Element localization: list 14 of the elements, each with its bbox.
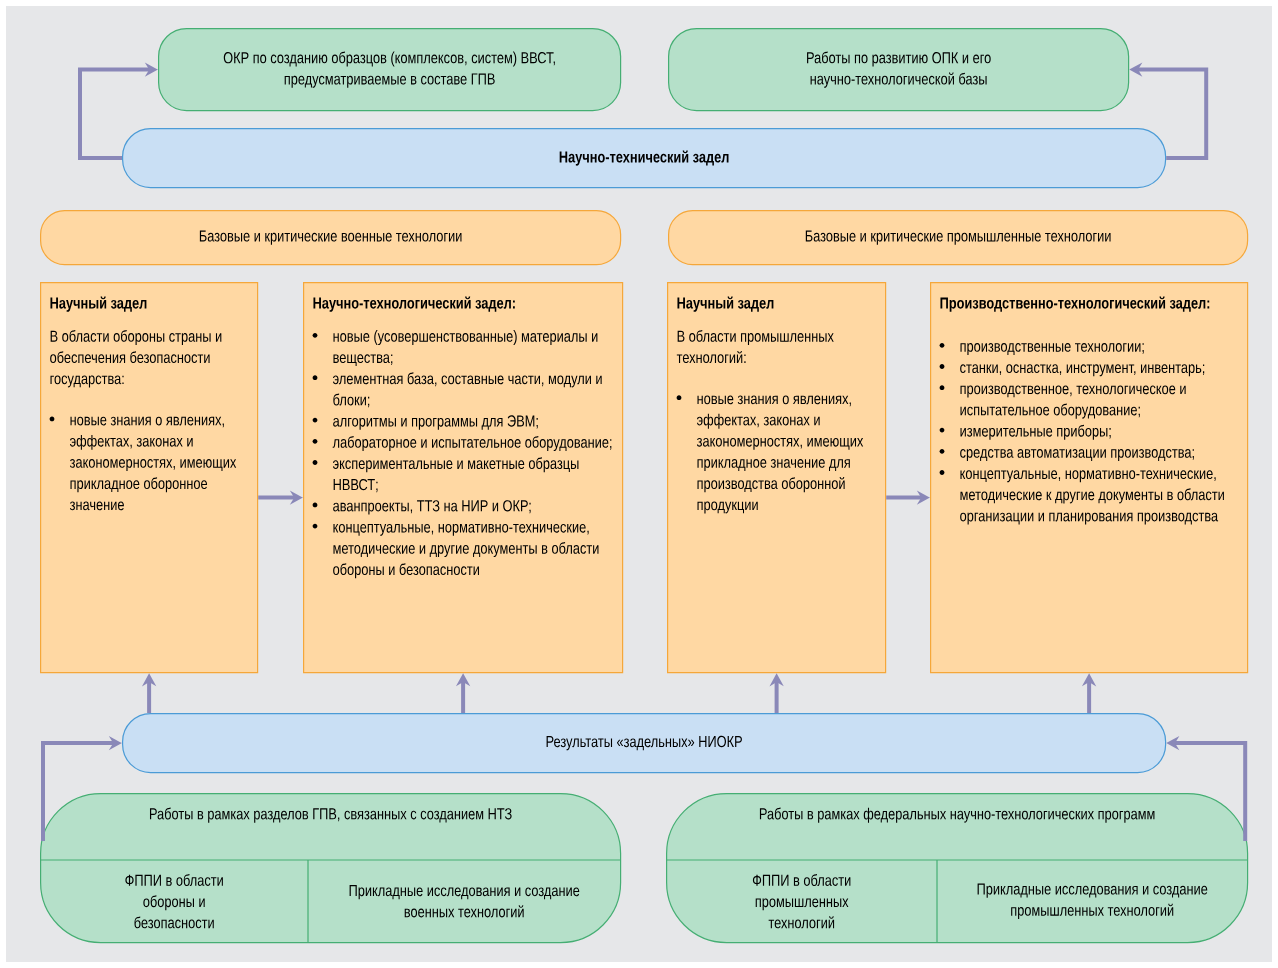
rounded-box: Результаты «задельных» НИОКР [122, 713, 1167, 774]
text-box: Научно-технологический задел: новые (усовершенствованные) материалы и вещества; элементная база, составные части, модули и блоки; алгоритмы и программы для ЭВМ; лабораторное и испытательное оборудование; экспериментальные и макетные образцы НВВСТ; аванпроекты, ТТЗ на НИР и ОКР; концептуальные, нормативно-технические, методические и другие документы в области обороны и безопасности [303, 282, 624, 674]
rounded-box: ОКР по созданию образцов (комплексов, систем) ВВСТ, предусматриваемые в составе ГПВ [158, 28, 622, 112]
table-cell: ФППИ в области обороны и безопасности [125, 874, 223, 929]
table-cell: ФППИ в области промышленных технологий [752, 874, 851, 929]
table-cell: Прикладные исследования и создание промышленных технологий [977, 883, 1208, 919]
rounded-box: Работы по развитию ОПК и его научно-технологической базы [668, 28, 1130, 112]
rounded-box: Базовые и критические промышленные технологии [668, 210, 1249, 266]
rounded-box: Научно-технический задел [122, 128, 1167, 189]
text-box: Научный задел В области обороны страны и обеспечения безопасности государства: новые знания о явлениях, эффектах, законах и закономерностях, имеющих прикладное оборонное значение [40, 282, 259, 674]
text-box: Производственно-технологический задел: производственные технологии; станки, оснастка, инструмент, инвентарь; производственное, технологическое и испытательное оборудование; измерительные приборы; средства автоматизации производства; концептуальные, нормативно-технические, методические к другие документы в области организации и планирования производства [930, 282, 1249, 674]
rounded-box: Базовые и критические военные технологии [40, 210, 622, 266]
table-cell: Прикладные исследования и создание военных технологий [349, 885, 580, 918]
text-box: Научный задел В области промышленных технологий: новые знания о явлениях, эффектах, законах и закономерностях, имеющих прикладное значение для производства оборонной продукции [667, 282, 887, 674]
